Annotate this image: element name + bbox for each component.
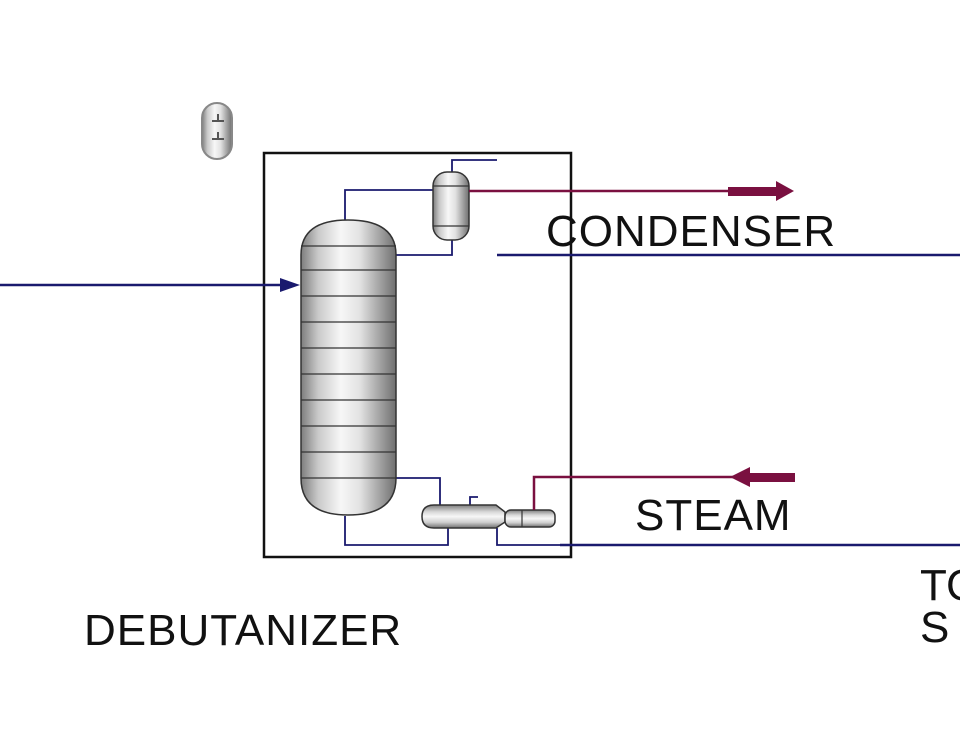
steam-duty-stream[interactable] — [532, 467, 795, 510]
feed-stream[interactable] — [0, 278, 300, 292]
condenser-drum-icon[interactable] — [432, 171, 470, 241]
destination-label-line2: S — [920, 603, 949, 652]
debutanizer-block-outline[interactable] — [262, 151, 573, 559]
rounded-toggle-icon[interactable] — [201, 102, 233, 160]
steam-label: STEAM — [635, 491, 792, 540]
internal-piping — [344, 159, 570, 546]
destination-label-line1: TO — [920, 561, 960, 610]
distillation-column-icon[interactable] — [300, 219, 397, 516]
condenser-label: CONDENSER — [546, 207, 836, 256]
debutanizer-label: DEBUTANIZER — [84, 606, 402, 655]
condenser-duty-stream[interactable] — [469, 181, 794, 201]
kettle-reboiler-icon[interactable] — [421, 504, 556, 529]
